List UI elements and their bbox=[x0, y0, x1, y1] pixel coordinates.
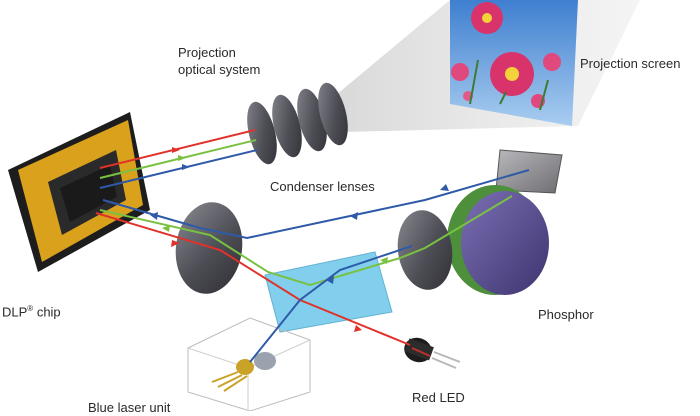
projection-lens-group bbox=[242, 80, 354, 167]
dlp-chip bbox=[8, 112, 150, 272]
phosphor-label: Phosphor bbox=[538, 306, 594, 323]
phosphor-wheel bbox=[447, 185, 549, 295]
condenser-lens-left bbox=[170, 198, 248, 298]
blue-laser-unit-label: Blue laser unit bbox=[88, 399, 170, 416]
dlp-chip-label-main: DLP bbox=[2, 304, 27, 319]
condenser-lenses-label: Condenser lenses bbox=[270, 178, 375, 195]
projection-screen-label: Projection screen bbox=[580, 55, 680, 72]
dlp-chip-label: DLP® chip bbox=[2, 300, 61, 320]
projection-screen-image bbox=[450, 0, 578, 126]
projection-optics-label-line1: Projection bbox=[178, 44, 260, 61]
red-led bbox=[401, 334, 460, 368]
projection-optics-label: Projection optical system bbox=[178, 44, 260, 78]
blue-laser-unit bbox=[188, 318, 310, 411]
dlp-chip-label-tail: chip bbox=[33, 304, 60, 319]
projection-optics-label-line2: optical system bbox=[178, 61, 260, 78]
red-led-label: Red LED bbox=[412, 389, 465, 406]
